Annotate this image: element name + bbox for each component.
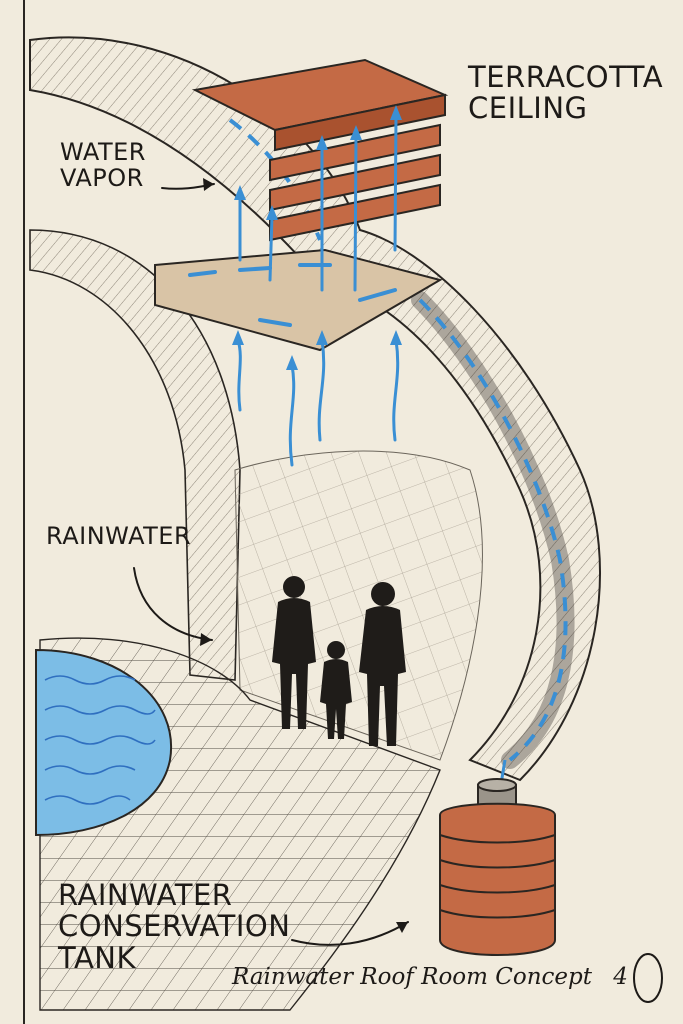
page-number-circle: [633, 953, 663, 1003]
dome-interior: [29, 229, 241, 681]
family-silhouette: [272, 576, 406, 746]
terracotta-ceiling-label: TERRACOTTA CEILING: [468, 60, 664, 126]
vapor-arrowheads: [232, 105, 402, 370]
pool-ripples: [44, 675, 156, 805]
gutter-flow: [418, 298, 568, 762]
caption: Rainwater Roof Room Concept 4: [232, 964, 628, 990]
caption-title: Rainwater Roof Room Concept: [232, 964, 592, 990]
water-pool: [35, 648, 173, 837]
conservation-tank-label: RAINWATER CONSERVATION TANK: [58, 878, 291, 975]
page-number: 4: [613, 964, 628, 990]
water-vapor-label: WATER VAPOR: [60, 138, 146, 192]
label-arrowheads: [200, 178, 408, 933]
rainwater-label: RAINWATER: [46, 522, 192, 550]
vapor-arrows: [236, 113, 400, 467]
vent-slots: [188, 263, 397, 327]
conservation-tank: [439, 778, 556, 956]
vent-platform: [154, 248, 443, 352]
